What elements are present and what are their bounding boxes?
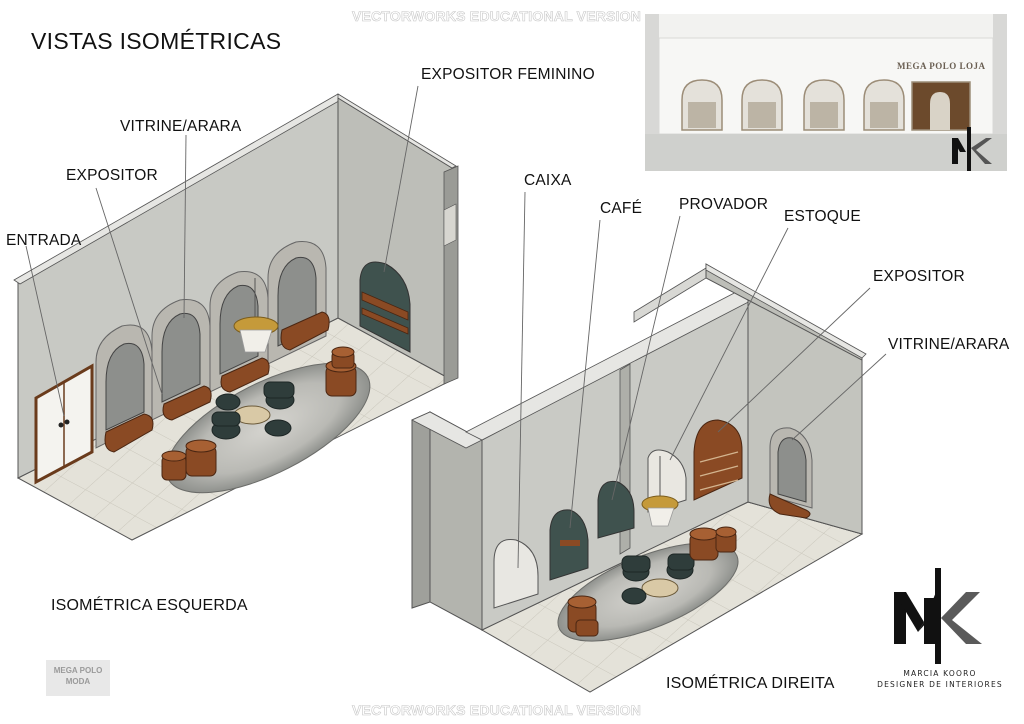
left-isometric-view [13, 85, 459, 541]
label-expositor-feminino: EXPOSITOR FEMININO [421, 66, 595, 83]
label-cafe: CAFÉ [600, 200, 643, 217]
caption-isometrica-esquerda: ISOMÉTRICA ESQUERDA [51, 597, 248, 614]
brand-name: MARCIA KOORO [903, 669, 977, 678]
right-isometric-view [411, 191, 887, 693]
label-entrada: ENTRADA [6, 232, 82, 249]
label-estoque: ESTOQUE [784, 208, 861, 225]
photo-mk-logo [952, 127, 992, 171]
label-expositor-left: EXPOSITOR [66, 167, 158, 184]
mega-polo-stamp: MEGA POLO MODA [46, 660, 110, 696]
label-caixa: CAIXA [524, 172, 572, 189]
label-vitrine-arara-right: VITRINE/ARARA [888, 336, 1010, 353]
label-provador: PROVADOR [679, 196, 769, 213]
watermark-bottom: VECTORWORKS EDUCATIONAL VERSION [352, 702, 642, 719]
caption-isometrica-direita: ISOMÉTRICA DIREITA [666, 675, 835, 692]
page-title: VISTAS ISOMÉTRICAS [31, 28, 282, 54]
label-vitrine-arara-left: VITRINE/ARARA [120, 118, 242, 135]
facade-store-name: MEGA POLO LOJA [897, 61, 986, 71]
label-expositor-right: EXPOSITOR [873, 268, 965, 285]
stamp-line-1: MEGA POLO [53, 666, 103, 675]
watermark-top: VECTORWORKS EDUCATIONAL VERSION [352, 8, 642, 25]
stamp-line-2: MODA [65, 677, 91, 686]
brand-mk-logo [894, 568, 982, 664]
facade-photo-drawing [645, 14, 1007, 171]
brand-subtitle: DESIGNER DE INTERIORES [877, 680, 1003, 689]
